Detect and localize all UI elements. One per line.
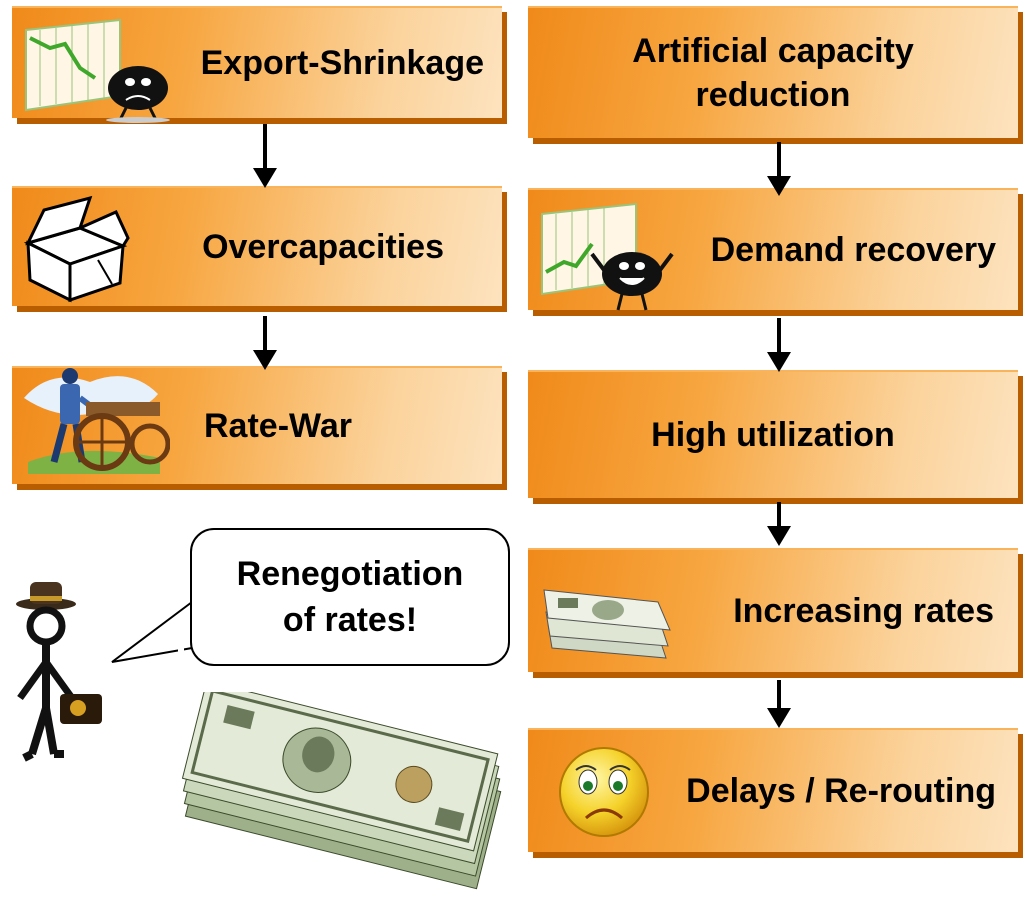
arrow-down-icon <box>767 318 791 372</box>
arrow-down-icon <box>253 316 277 370</box>
businessman-with-briefcase-icon <box>16 582 102 762</box>
flow-box-label: Artificial capacity reduction <box>632 32 914 114</box>
flow-box-label: Export-Shrinkage <box>200 44 484 82</box>
rising-chart-happy-blob-icon <box>541 202 674 311</box>
speech-bubble-tail <box>111 600 193 663</box>
flow-box-label: Increasing rates <box>733 592 994 630</box>
sad-face-icon <box>559 747 649 837</box>
arrow-down-icon <box>767 680 791 728</box>
empty-box-icon <box>23 195 130 303</box>
soldier-cannon-icon <box>24 368 170 474</box>
speech-bubble-text: Renegotiation of rates! <box>236 555 464 639</box>
flow-box-label: Overcapacities <box>202 228 444 266</box>
flow-box-label: High utilization <box>651 416 895 454</box>
bubble-tail-cover <box>178 622 184 662</box>
flow-box-artificial-capacity-reduction: Artificial capacity reduction <box>528 6 1018 138</box>
flow-box-high-utilization: High utilization <box>528 370 1018 498</box>
flow-box-label: Delays / Re-routing <box>686 772 996 810</box>
declining-chart-blob-icon <box>25 18 170 123</box>
flow-box-label: Demand recovery <box>710 231 996 269</box>
arrow-down-icon <box>767 502 791 546</box>
arrow-down-icon <box>253 124 277 188</box>
flow-box-label: Rate-War <box>204 407 352 445</box>
dollar-bills-stack-icon <box>181 692 502 890</box>
speech-bubble: Renegotiation of rates! <box>190 528 510 666</box>
banknotes-icon <box>543 589 671 659</box>
arrow-down-icon <box>767 142 791 196</box>
